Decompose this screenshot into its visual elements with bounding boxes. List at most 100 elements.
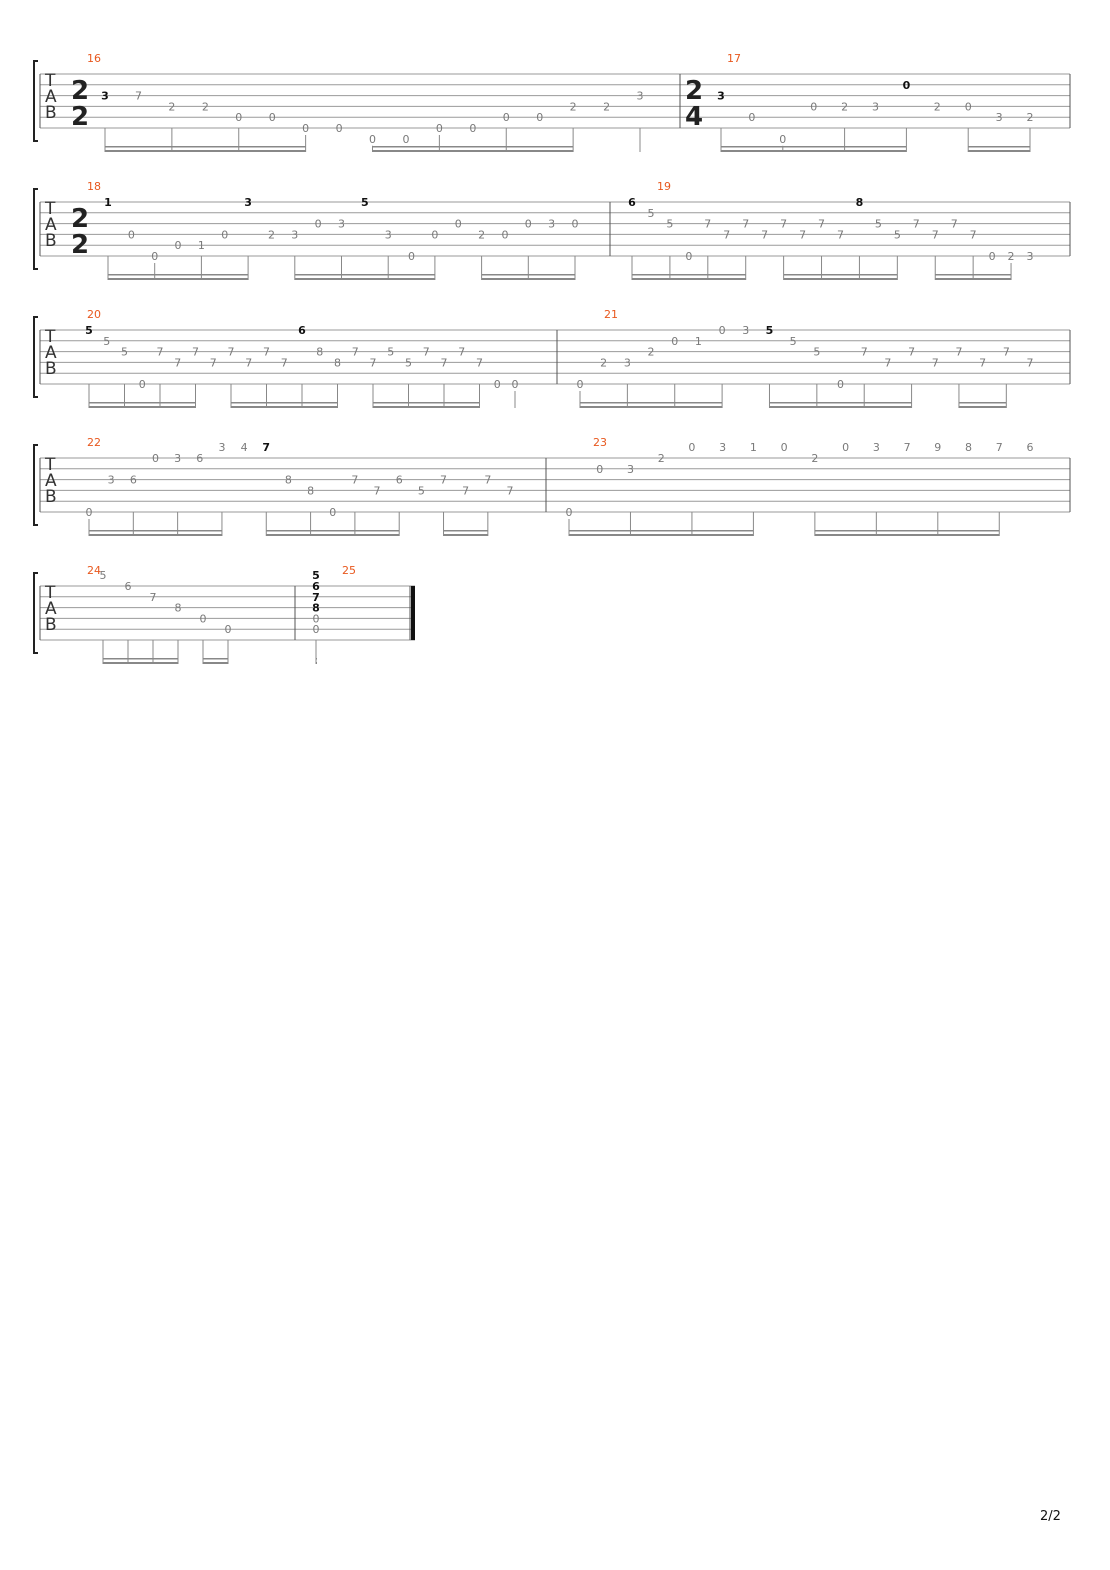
beam — [783, 278, 898, 280]
fret-number: 7 — [462, 484, 469, 497]
fret-number: 9 — [934, 441, 941, 454]
measure-number: 17 — [727, 52, 741, 65]
beam — [814, 534, 1000, 536]
measure-number: 25 — [342, 564, 356, 577]
fret-number: 3 — [627, 463, 634, 476]
fret-number: 2 — [648, 346, 655, 359]
beam — [443, 530, 488, 532]
fret-number: 0 — [221, 228, 228, 241]
fret-number: 7 — [245, 356, 252, 369]
tab-clef-letter: T — [44, 327, 56, 347]
fret-number: 0 — [269, 111, 276, 124]
fret-number: 7 — [742, 218, 749, 231]
fret-number: 7 — [263, 346, 270, 359]
fret-number: 8 — [307, 484, 314, 497]
fret-number: 0 — [469, 122, 476, 135]
system-bracket — [33, 316, 38, 398]
fret-number: 7 — [932, 356, 939, 369]
beam — [103, 658, 178, 660]
tab-clef-letter: T — [44, 455, 56, 475]
tab-clef-letter: B — [45, 359, 57, 379]
fret-number: 8 — [175, 602, 182, 615]
fret-number: 7 — [210, 356, 217, 369]
time-signature-top: 2 — [685, 76, 703, 106]
beam — [569, 530, 754, 532]
fret-number: 0 — [175, 239, 182, 252]
fret-number: 7 — [818, 218, 825, 231]
beam — [105, 146, 306, 148]
fret-number: 0 — [436, 122, 443, 135]
fret-number: 6 — [312, 580, 320, 593]
fret-number: 6 — [298, 324, 306, 337]
tab-clef-letter: A — [45, 343, 57, 363]
beam — [203, 662, 228, 664]
tab-clef-letter: A — [45, 87, 57, 107]
fret-number: 6 — [628, 196, 636, 209]
fret-number: 3 — [996, 111, 1003, 124]
fret-number: 7 — [374, 484, 381, 497]
fret-number: 2 — [934, 100, 941, 113]
fret-number: 0 — [903, 79, 911, 92]
beam — [89, 530, 222, 532]
fret-number: 0 — [139, 378, 146, 391]
fret-number: 0 — [315, 218, 322, 231]
fret-number: 5 — [121, 346, 128, 359]
fret-number: 7 — [913, 218, 920, 231]
fret-number: 0 — [329, 506, 336, 519]
fret-number: 3 — [244, 196, 252, 209]
tab-clef-letter: T — [44, 199, 56, 219]
beam — [814, 530, 1000, 532]
fret-number: 7 — [780, 218, 787, 231]
fret-number: 0 — [810, 100, 817, 113]
beam — [443, 534, 488, 536]
fret-number: 7 — [979, 356, 986, 369]
beam — [231, 402, 338, 404]
fret-number: 8 — [312, 602, 320, 615]
fret-number: 3 — [637, 90, 644, 103]
tab-clef-letter: B — [45, 231, 57, 251]
fret-number: 5 — [894, 228, 901, 241]
fret-number: 2 — [168, 100, 175, 113]
tab-clef-letter: B — [45, 615, 57, 635]
beam — [580, 406, 723, 408]
fret-number: 2 — [268, 228, 275, 241]
fret-number: 3 — [385, 228, 392, 241]
fret-number: 0 — [572, 218, 579, 231]
fret-number: 7 — [370, 356, 377, 369]
tab-clef-letter: T — [44, 71, 56, 91]
fret-number: 5 — [875, 218, 882, 231]
beam — [958, 402, 1007, 404]
measure-number: 23 — [593, 436, 607, 449]
fret-number: 5 — [647, 207, 654, 220]
fret-number: 0 — [989, 250, 996, 263]
measure-number: 21 — [604, 308, 618, 321]
measure-number: 19 — [657, 180, 671, 193]
fret-number: 0 — [225, 623, 232, 636]
tab-clef-letter: B — [45, 103, 57, 123]
fret-number: 7 — [951, 218, 958, 231]
beam — [316, 658, 317, 660]
fret-number: 0 — [302, 122, 309, 135]
fret-number: 0 — [336, 122, 343, 135]
fret-number: 6 — [196, 452, 203, 465]
beam — [373, 406, 480, 408]
fret-number: 8 — [965, 441, 972, 454]
fret-number: 3 — [1027, 250, 1034, 263]
fret-number: 7 — [1027, 356, 1034, 369]
fret-number: 7 — [955, 346, 962, 359]
beam — [108, 274, 249, 276]
tab-clef-letter: A — [45, 599, 57, 619]
fret-number: 7 — [884, 356, 891, 369]
fret-number: 2 — [1008, 250, 1015, 263]
beam — [783, 274, 898, 276]
beam — [632, 278, 746, 280]
tab-clef-letter: B — [45, 487, 57, 507]
fret-number: 0 — [566, 506, 573, 519]
fret-number: 6 — [125, 580, 132, 593]
beam — [580, 402, 723, 404]
fret-number: 0 — [313, 612, 320, 625]
